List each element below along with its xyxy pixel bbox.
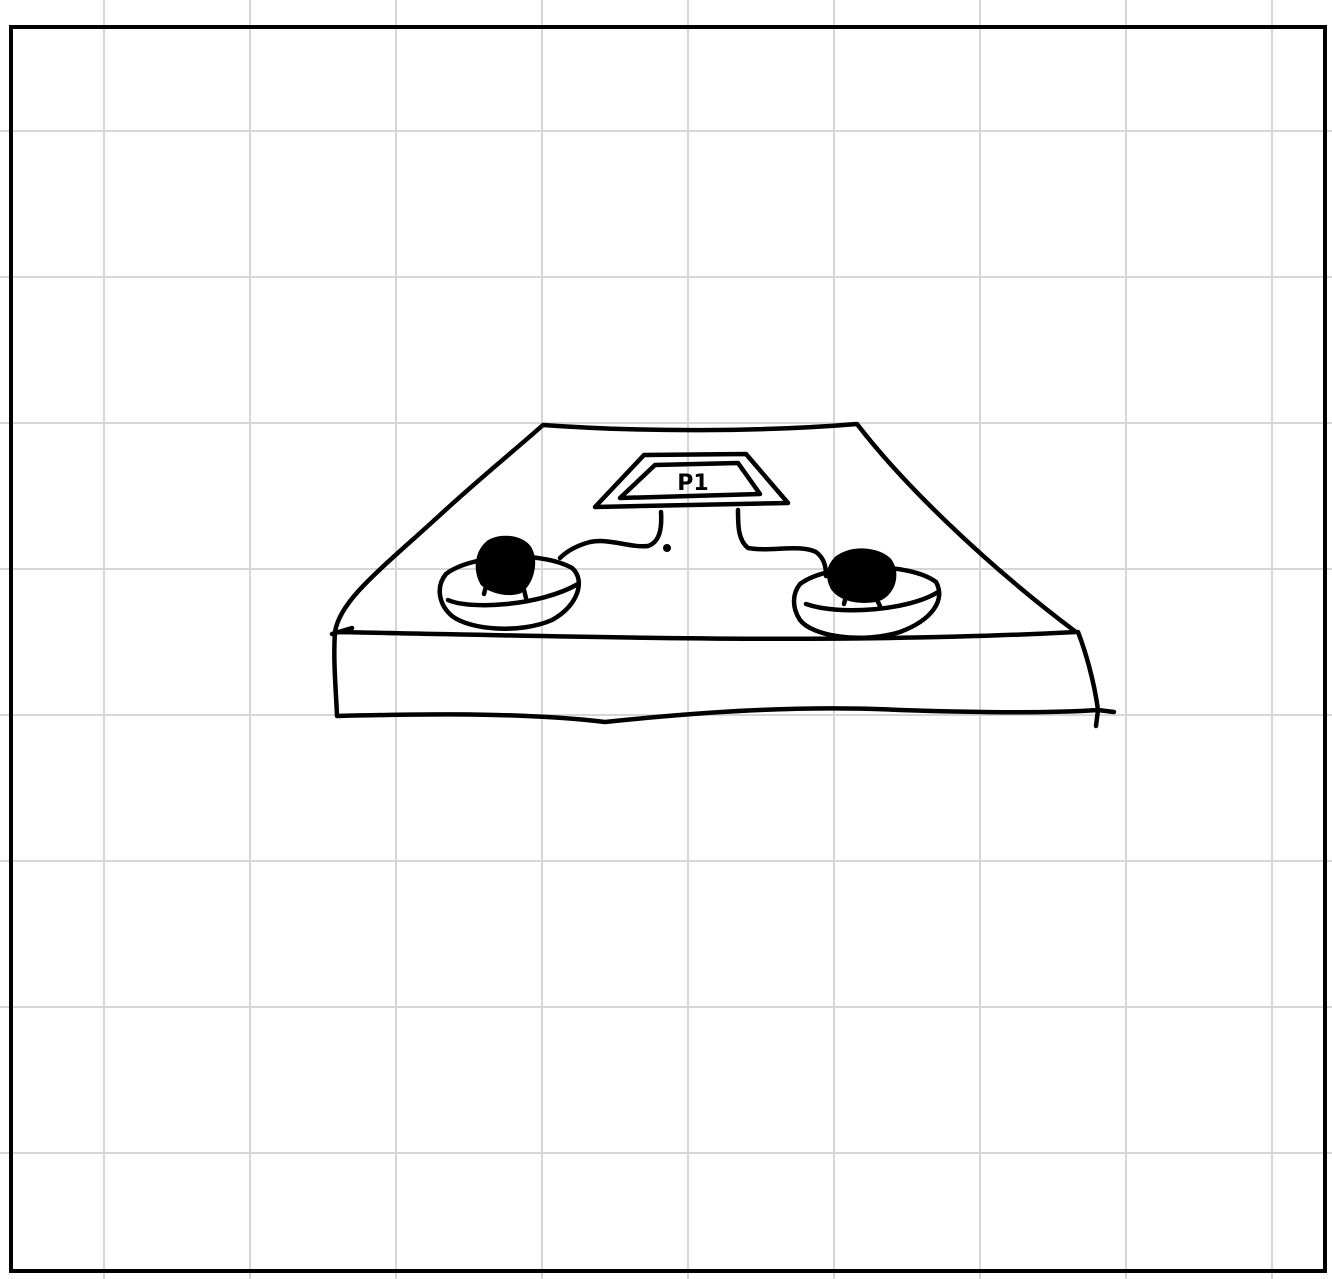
- chip-label: P1: [677, 471, 708, 496]
- wire-left: [560, 512, 661, 558]
- right-component-blob: [829, 550, 895, 602]
- board-corner-tick-right: [1096, 710, 1114, 726]
- wire-right: [738, 510, 826, 576]
- wire-dot: [665, 546, 670, 551]
- board-front-face: [334, 632, 1098, 722]
